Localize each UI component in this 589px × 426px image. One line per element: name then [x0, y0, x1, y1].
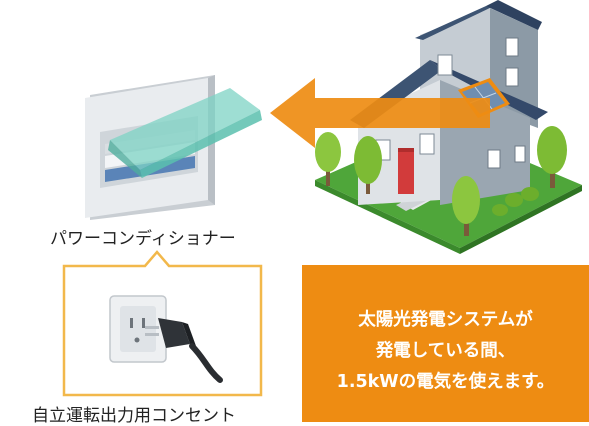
- info-callout: [302, 265, 589, 422]
- energy-flow-arrow: [270, 78, 490, 148]
- power-conditioner-label: パワーコンディショナー: [50, 229, 236, 249]
- outlet-illustration: [109, 295, 223, 383]
- callout-line-1: 太陽光発電システムが: [358, 310, 533, 330]
- outlet-label: 自立運転出力用コンセント: [32, 406, 236, 426]
- callout-line-3: 1.5kWの電気を使えます。: [336, 372, 555, 392]
- door: [398, 148, 414, 194]
- power-conditioner-illustration: [85, 75, 262, 220]
- callout-line-2: 発電している間、: [375, 341, 516, 361]
- info-callout-text: 太陽光発電システムが 発電している間、 1.5kWの電気を使えます。: [302, 305, 589, 398]
- house-illustration: [315, 0, 582, 254]
- trees: [315, 126, 567, 236]
